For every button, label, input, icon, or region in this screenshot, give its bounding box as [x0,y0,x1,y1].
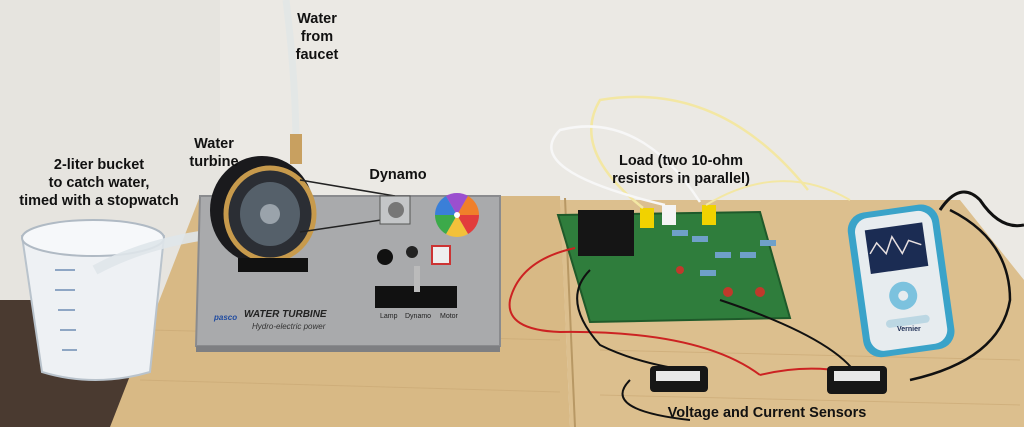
switch-label-dynamo: Dynamo [405,313,432,320]
panel-subtitle: Hydro-electric power [252,322,326,331]
dynamo-label-line-1: Dynamo [369,167,427,183]
resistors [672,230,776,276]
dynamo [379,195,411,225]
device-brand: Vernier [897,326,921,333]
faucet-label-line-2: from [300,29,334,45]
turbine-label-line-1: Water [194,136,234,152]
bucket-label: 2-liter bucket to catch water, timed wit… [6,156,192,210]
load-label: Load (two 10-ohm resistors in parallel) [592,152,770,188]
load-label-line-1: Load (two 10-ohm [618,153,744,169]
switch-label-motor: Motor [440,313,458,320]
switch-label-lamp: Lamp [380,313,398,320]
sensors-label: Voltage and Current Sensors [652,404,882,422]
panel-title: WATER TURBINE [244,309,327,320]
battery-holder [578,210,634,256]
panel-brand: pasco [214,313,238,322]
data-logger [847,204,955,358]
dynamo-label: Dynamo [360,166,436,184]
turbine-label: Water turbine [184,135,244,171]
faucet-hose [282,0,300,151]
faucet-label-line-1: Water [297,11,337,27]
nozzle [290,134,302,164]
faucet-label: Water from faucet [282,10,352,64]
bucket-label-line-3: timed with a stopwatch [19,193,179,209]
sensors-label-line-1: Voltage and Current Sensors [667,405,867,421]
faucet-label-line-3: faucet [295,47,339,63]
color-wheel [435,193,479,237]
bucket-label-line-1: 2-liter bucket [53,157,145,173]
load-label-line-2: resistors in parallel) [612,171,750,187]
voltage-sensor [650,366,708,392]
current-sensor [827,366,887,394]
lamp-knob [377,249,393,265]
switch-plate [375,286,457,308]
bucket-label-line-2: to catch water, [48,175,150,191]
water-turbine [210,156,317,272]
bucket [20,219,166,381]
turbine-label-line-2: turbine [189,154,239,170]
